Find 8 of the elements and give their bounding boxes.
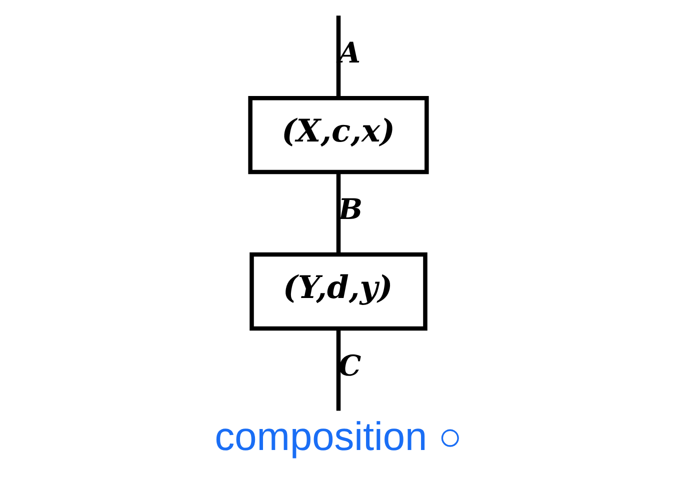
caption: composition ○ <box>214 414 462 459</box>
node-box: (Y,d,y) <box>249 252 427 331</box>
edge-label: B <box>338 192 362 226</box>
connector <box>336 328 340 411</box>
connector <box>336 16 340 98</box>
edge-label: C <box>338 348 361 382</box>
node-box: (X,c,x) <box>248 96 428 174</box>
connector <box>336 172 340 254</box>
